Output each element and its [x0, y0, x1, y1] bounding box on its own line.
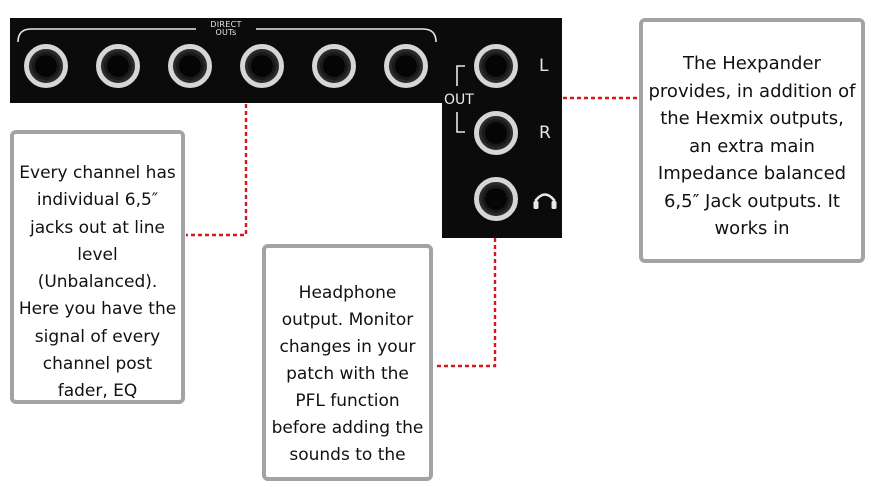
direct-outs-label: DIRECT OUTs — [198, 21, 254, 37]
direct-out-jack-5[interactable] — [312, 44, 356, 88]
callout-direct-outs: Every channel has individual 6,5″ jacks … — [10, 130, 185, 404]
direct-out-jack-1[interactable] — [24, 44, 68, 88]
callout-headphone-text: Headphone output. Monitor changes in you… — [271, 283, 424, 465]
direct-out-jack-2[interactable] — [96, 44, 140, 88]
right-channel-label: R — [539, 123, 551, 143]
callout-hexpander: The Hexpander provides, in addition of t… — [639, 18, 865, 263]
connector-headphone — [434, 238, 497, 368]
direct-out-jack-3[interactable] — [168, 44, 212, 88]
headphone-icon — [533, 193, 557, 209]
direct-out-jack-6[interactable] — [384, 44, 428, 88]
connector-direct-outs — [186, 104, 248, 237]
main-out-right-jack[interactable] — [474, 111, 518, 155]
headphone-jack[interactable] — [474, 177, 518, 221]
out-label: OUT — [444, 92, 474, 108]
direct-outs-label-line2: OUTs — [215, 28, 237, 37]
callout-hexpander-text: The Hexpander provides, in addition of t… — [648, 53, 856, 239]
left-channel-label: L — [539, 56, 549, 76]
direct-out-jack-4[interactable] — [240, 44, 284, 88]
main-out-left-jack[interactable] — [474, 44, 518, 88]
direct-outs-bracket — [17, 28, 437, 43]
callout-headphone: Headphone output. Monitor changes in you… — [262, 244, 433, 481]
out-bracket — [456, 65, 465, 133]
direct-outs-label-line1: DIRECT — [210, 20, 242, 29]
callout-direct-outs-text: Every channel has individual 6,5″ jacks … — [18, 163, 177, 402]
